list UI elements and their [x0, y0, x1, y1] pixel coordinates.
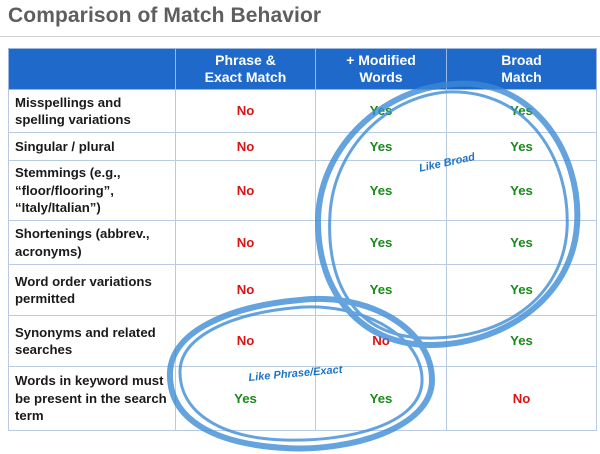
table-row: Singular / plural No Yes Yes — [8, 132, 597, 161]
cell-value: Yes — [315, 220, 447, 265]
row-label: Words in keyword must be present in the … — [8, 366, 176, 431]
header-empty-cell — [8, 48, 176, 90]
table-row: Word order variations permitted No Yes Y… — [8, 264, 597, 316]
cell-value: No — [175, 89, 316, 133]
row-label: Stemmings (e.g., “floor/flooring”, “Ital… — [8, 160, 176, 221]
cell-value: No — [446, 366, 597, 431]
header-broad-match-line1: Broad — [501, 52, 542, 68]
header-modified-words: + Modified Words — [315, 48, 447, 90]
row-label: Synonyms and related searches — [8, 315, 176, 367]
header-phrase-exact-line1: Phrase & — [215, 52, 276, 68]
row-label: Word order variations permitted — [8, 264, 176, 316]
table-row: Misspellings and spelling variations No … — [8, 89, 597, 133]
header-broad-match-line2: Match — [501, 69, 542, 85]
cell-value: No — [315, 315, 447, 367]
header-phrase-exact-line2: Exact Match — [204, 69, 287, 85]
cell-value: Yes — [446, 315, 597, 367]
header-modified-words-line1: + Modified — [346, 52, 416, 68]
page-title: Comparison of Match Behavior — [8, 4, 322, 27]
cell-value: Yes — [446, 160, 597, 221]
cell-value: Yes — [315, 264, 447, 316]
table-row: Stemmings (e.g., “floor/flooring”, “Ital… — [8, 160, 597, 221]
header-broad-match: Broad Match — [446, 48, 597, 90]
cell-value: Yes — [315, 89, 447, 133]
cell-value: Yes — [446, 89, 597, 133]
cell-value: No — [175, 264, 316, 316]
row-label: Shortenings (abbrev., acronyms) — [8, 220, 176, 265]
cell-value: No — [175, 220, 316, 265]
cell-value: Yes — [315, 132, 447, 161]
cell-value: No — [175, 132, 316, 161]
cell-value: No — [175, 160, 316, 221]
row-label: Misspellings and spelling variations — [8, 89, 176, 133]
header-phrase-exact: Phrase & Exact Match — [175, 48, 316, 90]
table-row: Synonyms and related searches No No Yes — [8, 315, 597, 367]
cell-value: Yes — [446, 220, 597, 265]
table-row: Shortenings (abbrev., acronyms) No Yes Y… — [8, 220, 597, 265]
table-header-row: Phrase & Exact Match + Modified Words Br… — [8, 48, 597, 90]
row-label: Singular / plural — [8, 132, 176, 161]
cell-value: No — [175, 315, 316, 367]
cell-value: Yes — [446, 264, 597, 316]
header-modified-words-line2: Words — [359, 69, 403, 85]
title-divider — [0, 36, 600, 37]
